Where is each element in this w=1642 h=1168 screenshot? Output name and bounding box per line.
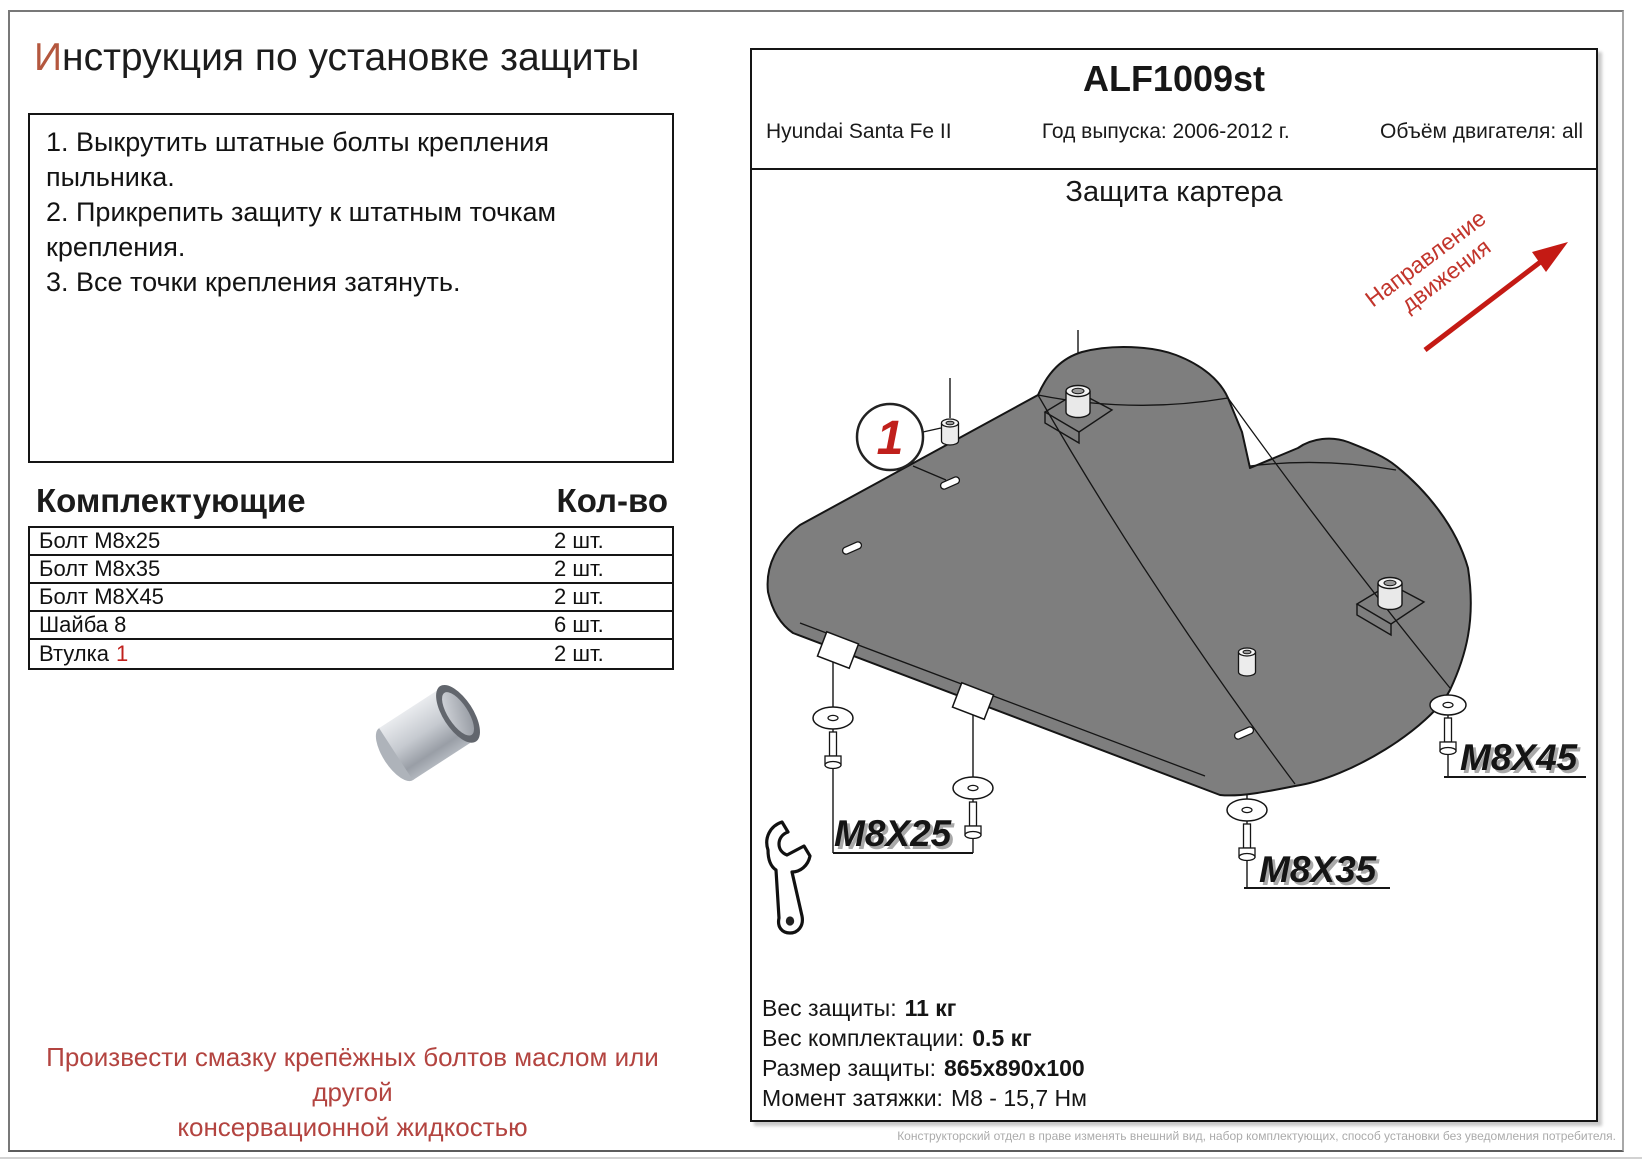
bushing-part-top [940, 418, 960, 446]
table-row: Шайба 8 6 шт. [30, 612, 672, 640]
spec-value: 0.5 кг [972, 1025, 1032, 1051]
installation-steps-box: 1. Выкрутить штатные болты крепления пыл… [28, 113, 674, 463]
table-row: Болт М8Х45 2 шт. [30, 584, 672, 612]
component-qty: 6 шт. [554, 612, 604, 637]
plate-crease-lines [799, 394, 1451, 785]
m8x35-label-shadow: M8X35 [1262, 852, 1381, 893]
m8x25-label-shadow: M8X25 [837, 816, 956, 857]
component-qty: 2 шт. [554, 528, 604, 553]
product-subtitle: Защита картера [1065, 176, 1283, 208]
disclaimer-text: Конструкторский отдел в праве изменять в… [897, 1129, 1616, 1143]
spec-label: Размер защиты: [762, 1055, 937, 1081]
components-table: Болт М8х25 2 шт. Болт М8х35 2 шт. Болт М… [28, 526, 674, 670]
top-mount-fastener [1043, 384, 1114, 445]
components-header: Комплектующие Кол-во [36, 482, 668, 520]
table-row: Болт М8х35 2 шт. [30, 556, 672, 584]
production-years: Год выпуска: 2006-2012 г. [1041, 120, 1290, 143]
m8x45-label: M8X45 [1460, 737, 1579, 778]
callout-1: 1 [855, 402, 947, 481]
page-title: Инструкция по установке защиты [34, 36, 639, 80]
install-step-3: 3. Все точки крепления затянуть. [46, 267, 461, 297]
m8x35-label: M8X35 [1259, 849, 1378, 890]
engine-volume: Объём двигателя: all [1380, 120, 1583, 143]
specs-block: Вес защиты: 11 кг Вес комплектации: 0.5 кг… [762, 993, 1087, 1113]
arrow-shaft [1423, 258, 1545, 352]
component-qty: 2 шт. [554, 584, 604, 609]
skid-plate-shape [766, 346, 1472, 797]
component-qty: 2 шт. [554, 556, 604, 581]
spec-torque: Момент затяжки: М8 - 15,7 Нм [762, 1083, 1087, 1113]
component-qty: 2 шт. [554, 641, 604, 666]
product-code: ALF1009st [1082, 58, 1266, 99]
car-model: Hyundai Santa Fe II [766, 120, 952, 143]
spec-weight: Вес защиты: 11 кг [762, 993, 1087, 1023]
callout-circle [855, 402, 925, 472]
direction-of-travel-arrow: Направление движения [1360, 205, 1568, 352]
component-name: Шайба 8 [39, 612, 127, 637]
component-callout-number: 1 [115, 641, 129, 666]
mount-slots [841, 476, 1255, 740]
component-name: Болт М8Х45 [39, 584, 164, 609]
component-name: Болт М8х25 [39, 528, 161, 553]
spec-value: 11 кг [904, 995, 957, 1021]
arrow-head-icon [1532, 242, 1568, 272]
page-title-accent-letter: И [34, 36, 63, 79]
lubrication-warning: Произвести смазку крепёжных болтов масло… [46, 1042, 659, 1142]
m8x25-label: M8X25 [834, 813, 953, 854]
right-mount-fastener [1355, 576, 1426, 637]
m8x45-label-shadow: M8X45 [1463, 740, 1582, 781]
flange-notches [816, 630, 995, 721]
callout-number: 1 [877, 412, 904, 465]
product-panel-header [750, 48, 1598, 170]
wrench-icon [765, 820, 812, 935]
bushing-cylinder [375, 684, 480, 782]
install-step-1: 1. Выкрутить штатные болты крепления пыл… [46, 127, 549, 192]
component-name-text: Втулка [39, 641, 109, 666]
m8x25-hardware [812, 706, 994, 840]
spec-value: 865x890x100 [944, 1055, 1085, 1081]
spec-kit-weight: Вес комплектации: 0.5 кг [762, 1023, 1087, 1053]
page-border [8, 10, 1624, 1152]
spec-size: Размер защиты: 865x890x100 [762, 1053, 1087, 1083]
spec-label: Вес защиты: [762, 995, 897, 1021]
bushing-photo [375, 684, 480, 782]
component-name: Болт М8х35 [39, 556, 161, 581]
quantity-title: Кол-во [556, 482, 668, 519]
spec-label: Вес комплектации: [762, 1025, 965, 1051]
m8x45-hardware [1429, 694, 1467, 756]
page-border-shadow [0, 1157, 1642, 1159]
m8x35-hardware [1226, 798, 1268, 862]
table-row: Болт М8х25 2 шт. [30, 528, 672, 556]
install-step-2: 2. Прикрепить защиту к штатным точкам кр… [46, 197, 557, 262]
components-title: Комплектующие [36, 482, 306, 519]
spec-value: М8 - 15,7 Нм [950, 1085, 1087, 1111]
spec-label: Момент затяжки: [762, 1085, 943, 1111]
page-title-rest: нструкция по установке защиты [62, 36, 640, 79]
skid-plate-diagram: Направление движения [766, 205, 1586, 893]
product-info-row: Hyundai Santa Fe II Год выпуска: 2006-20… [750, 120, 1598, 144]
bushing-part-center [1237, 647, 1257, 677]
